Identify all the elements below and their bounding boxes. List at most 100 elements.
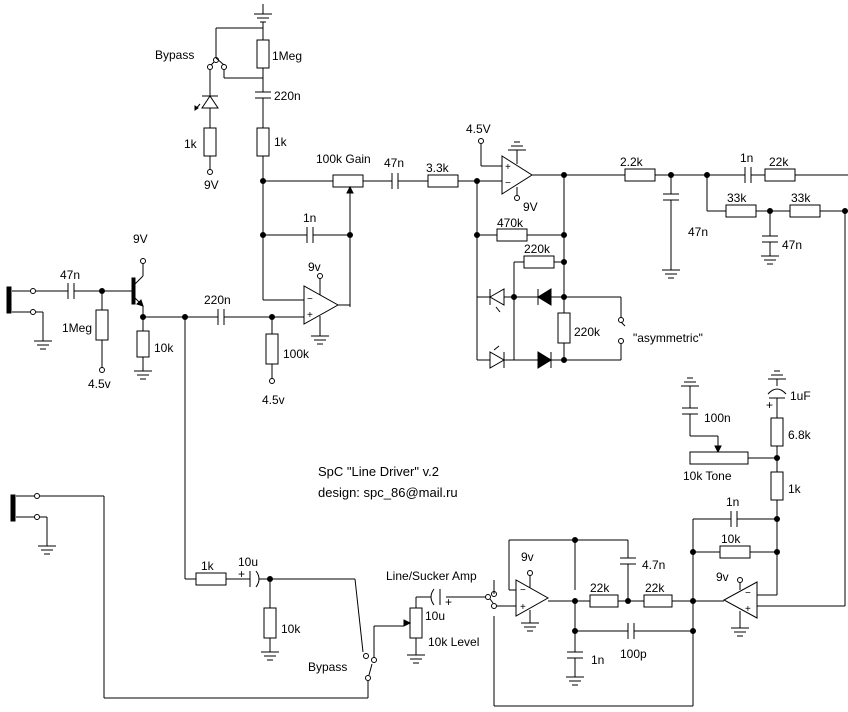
bypass-out-contact-3 — [365, 675, 371, 681]
label-3-3k: 3.3k — [426, 161, 450, 175]
label-1meg-input: 1Meg — [62, 321, 92, 335]
potentiometer-100k-gain — [332, 174, 364, 188]
label-100p: 100p — [620, 647, 647, 661]
potentiometer-10k-level — [409, 607, 423, 639]
label-22k-filter-top: 22k — [769, 155, 789, 169]
resistor-22k-filter-top — [764, 168, 796, 182]
svg-text:+: + — [505, 162, 511, 173]
label-220n-top: 220n — [274, 89, 301, 103]
label-10k-bypass: 10k — [281, 622, 301, 636]
bypass-out-contact-2 — [371, 657, 377, 663]
resistor-1k-tone — [770, 471, 784, 501]
resistor-10k-out — [719, 545, 751, 559]
label-9v-led: 9V — [204, 178, 219, 192]
label-1n-amp: 1n — [591, 653, 604, 667]
label-1n-filter: 1n — [740, 151, 753, 165]
label-1k-tone: 1k — [788, 482, 802, 496]
label-bypass-top: Bypass — [155, 48, 194, 62]
resistor-220k-clip — [557, 312, 571, 344]
top-ground-symbol — [254, 4, 272, 23]
label-220n-mid: 220n — [204, 293, 231, 307]
diode-1-icon — [537, 288, 552, 306]
label-asymmetric: "asymmetric" — [633, 331, 703, 345]
label-1k-top: 1k — [274, 135, 288, 149]
input-jack-icon — [6, 286, 36, 315]
svg-text:+: + — [445, 595, 452, 609]
label-47n-filter: 47n — [688, 225, 708, 239]
label-9v-opamp2: 9V — [523, 200, 538, 214]
label-100n-tone: 100n — [704, 411, 731, 425]
resistor-3-3k — [427, 174, 459, 188]
resistor-33k-2 — [789, 204, 821, 218]
label-9v-opamp3: 9v — [521, 550, 534, 564]
output-jack-icon — [10, 493, 40, 522]
resistor-1k-top — [256, 127, 270, 157]
clipping-led-2-icon — [489, 345, 506, 369]
clipping-led-1-icon — [488, 288, 505, 313]
label-10k-tone: 10k Tone — [683, 469, 732, 483]
label-22k-b: 22k — [645, 581, 665, 595]
svg-text:+: + — [520, 602, 526, 613]
svg-text:−: − — [745, 588, 751, 599]
resistor-22k-b — [643, 594, 673, 608]
svg-text:−: − — [520, 585, 526, 596]
label-2-2k: 2.2k — [620, 155, 644, 169]
label-1k-led: 1k — [184, 137, 198, 151]
diode-2-icon — [537, 351, 552, 369]
label-4-5v-input: 4.5v — [88, 377, 111, 391]
line-switch-contact-1 — [485, 594, 491, 600]
bypass-switch-contact-2 — [221, 64, 227, 70]
svg-text:+: + — [238, 567, 245, 581]
label-10u-bypass: 10u — [238, 555, 258, 569]
svg-text:+: + — [745, 604, 751, 615]
label-47n-input: 47n — [60, 268, 80, 282]
resistor-2-2k — [624, 168, 656, 182]
opamp-1 — [303, 285, 340, 325]
label-6-8k: 6.8k — [788, 428, 812, 442]
label-9v-transistor: 9V — [133, 232, 148, 246]
resistor-220k-top — [523, 255, 555, 269]
label-4-7n: 4.7n — [642, 558, 665, 572]
resistor-22k-a — [589, 594, 619, 608]
label-47n-mid: 47n — [384, 156, 404, 170]
label-47n-filter-2: 47n — [782, 238, 802, 252]
opamp-3 — [515, 579, 550, 617]
resistor-1k-bypass — [195, 572, 227, 586]
bypass-out-contact-1 — [363, 653, 369, 659]
svg-text:−: − — [505, 178, 511, 189]
label-1k-bypass: 1k — [201, 559, 215, 573]
label-9v-opamp1: 9v — [308, 260, 321, 274]
label-220k-top: 220k — [524, 242, 551, 256]
opamp-4 — [722, 581, 758, 619]
capacitor-1uf — [767, 388, 787, 395]
resistor-33k-1 — [725, 204, 757, 218]
label-100k-gain: 100k Gain — [316, 152, 371, 166]
label-100k-bias: 100k — [283, 347, 310, 361]
resistor-10k-bypass — [263, 607, 277, 639]
label-1n-gain: 1n — [303, 211, 316, 225]
opamp-2 — [501, 155, 533, 195]
label-4-5v-bias: 4.5v — [262, 393, 285, 407]
label-10k-out: 10k — [721, 532, 741, 546]
label-10k-emitter: 10k — [154, 341, 174, 355]
led-icon — [194, 95, 219, 111]
design-credit: design: spc_86@mail.ru — [318, 485, 458, 500]
transistor-icon — [131, 275, 144, 307]
bypass-switch-contact-3 — [207, 64, 213, 70]
label-9v-opamp4: 9v — [716, 570, 729, 584]
label-1meg-top: 1Meg — [272, 49, 302, 63]
ground-tone-cap — [768, 370, 786, 380]
resistor-1meg-input — [95, 309, 109, 341]
label-bypass-bottom: Bypass — [308, 660, 347, 674]
resistor-100k-bias — [265, 333, 279, 365]
resistor-470k — [496, 228, 528, 242]
svg-text:−: − — [307, 294, 313, 305]
label-4-5v-opamp2: 4.5V — [466, 122, 491, 136]
line-switch-contact-3 — [491, 603, 497, 609]
label-470k: 470k — [497, 216, 524, 230]
resistor-10k-emitter — [136, 330, 150, 358]
resistor-6-8k — [770, 417, 784, 447]
label-10u-level: 10u — [425, 609, 445, 623]
resistor-1meg-top — [256, 39, 270, 69]
